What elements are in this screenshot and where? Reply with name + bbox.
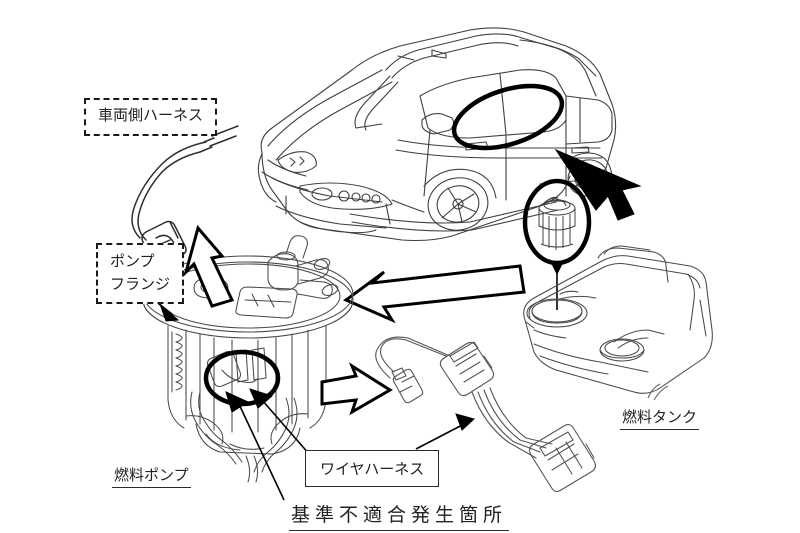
label-nonconformance: 基準不適合発生箇所 bbox=[289, 500, 510, 531]
arrow-connector-to-harness bbox=[320, 362, 393, 416]
label-wire-harness: ワイヤハーネス bbox=[305, 450, 440, 487]
car-highlight-ellipse bbox=[451, 83, 565, 151]
arrow-pump-to-vehicle-harness bbox=[183, 224, 235, 308]
pump-module-detail bbox=[538, 196, 576, 250]
label-pump-flange-line2: フランジ bbox=[110, 276, 171, 293]
label-fuel-tank: 燃料タンク bbox=[620, 406, 700, 430]
leader-wireharness-to-connector bbox=[249, 388, 311, 456]
wire-harness-illustration bbox=[375, 336, 597, 493]
leader-fuel-tank-label bbox=[647, 383, 669, 401]
label-fuel-pump: 燃料ポンプ bbox=[112, 464, 191, 488]
fuel-tank-illustration bbox=[523, 245, 713, 394]
leader-nonconformance bbox=[225, 391, 285, 501]
leader-module-to-tank bbox=[550, 261, 564, 310]
label-pump-flange-line1: ポンプ bbox=[110, 254, 155, 270]
label-vehicle-harness: 車両側ハーネス bbox=[84, 98, 218, 136]
leader-wireharness-label bbox=[415, 413, 476, 450]
arrow-module-to-pump bbox=[343, 264, 526, 324]
arrow-car-to-module bbox=[554, 148, 642, 221]
label-pump-flange: ポンプ フランジ bbox=[96, 243, 185, 304]
module-highlight-ellipse bbox=[522, 178, 592, 266]
car-illustration bbox=[257, 27, 617, 242]
